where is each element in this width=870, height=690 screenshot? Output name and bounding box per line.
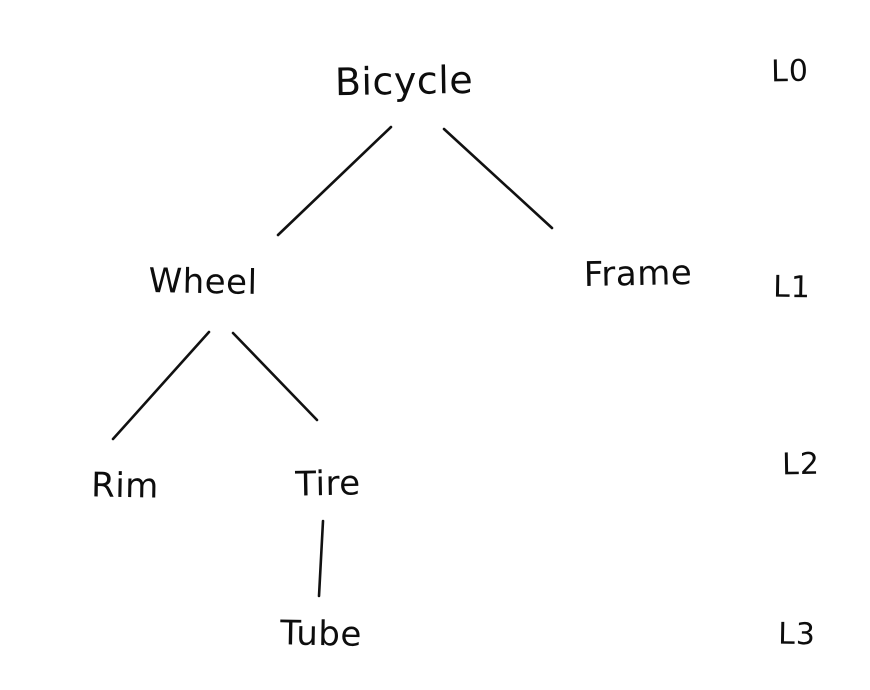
node-tube: Tube	[279, 613, 363, 655]
edge-bicycle-frame	[442, 127, 554, 230]
node-bicycle: Bicycle	[334, 57, 474, 105]
node-rim: Rim	[90, 465, 160, 507]
edge-bicycle-wheel	[276, 125, 393, 237]
level-label-l1: L1	[772, 269, 812, 306]
node-frame: Frame	[583, 253, 693, 295]
level-label-l3: L3	[777, 616, 817, 653]
node-tire: Tire	[294, 463, 362, 505]
node-wheel: Wheel	[148, 261, 258, 303]
level-label-l0: L0	[770, 53, 810, 90]
level-label-l2: L2	[781, 446, 821, 483]
edge-wheel-rim	[111, 330, 211, 441]
edge-tire-tube	[317, 519, 325, 598]
edge-wheel-tire	[231, 331, 319, 422]
